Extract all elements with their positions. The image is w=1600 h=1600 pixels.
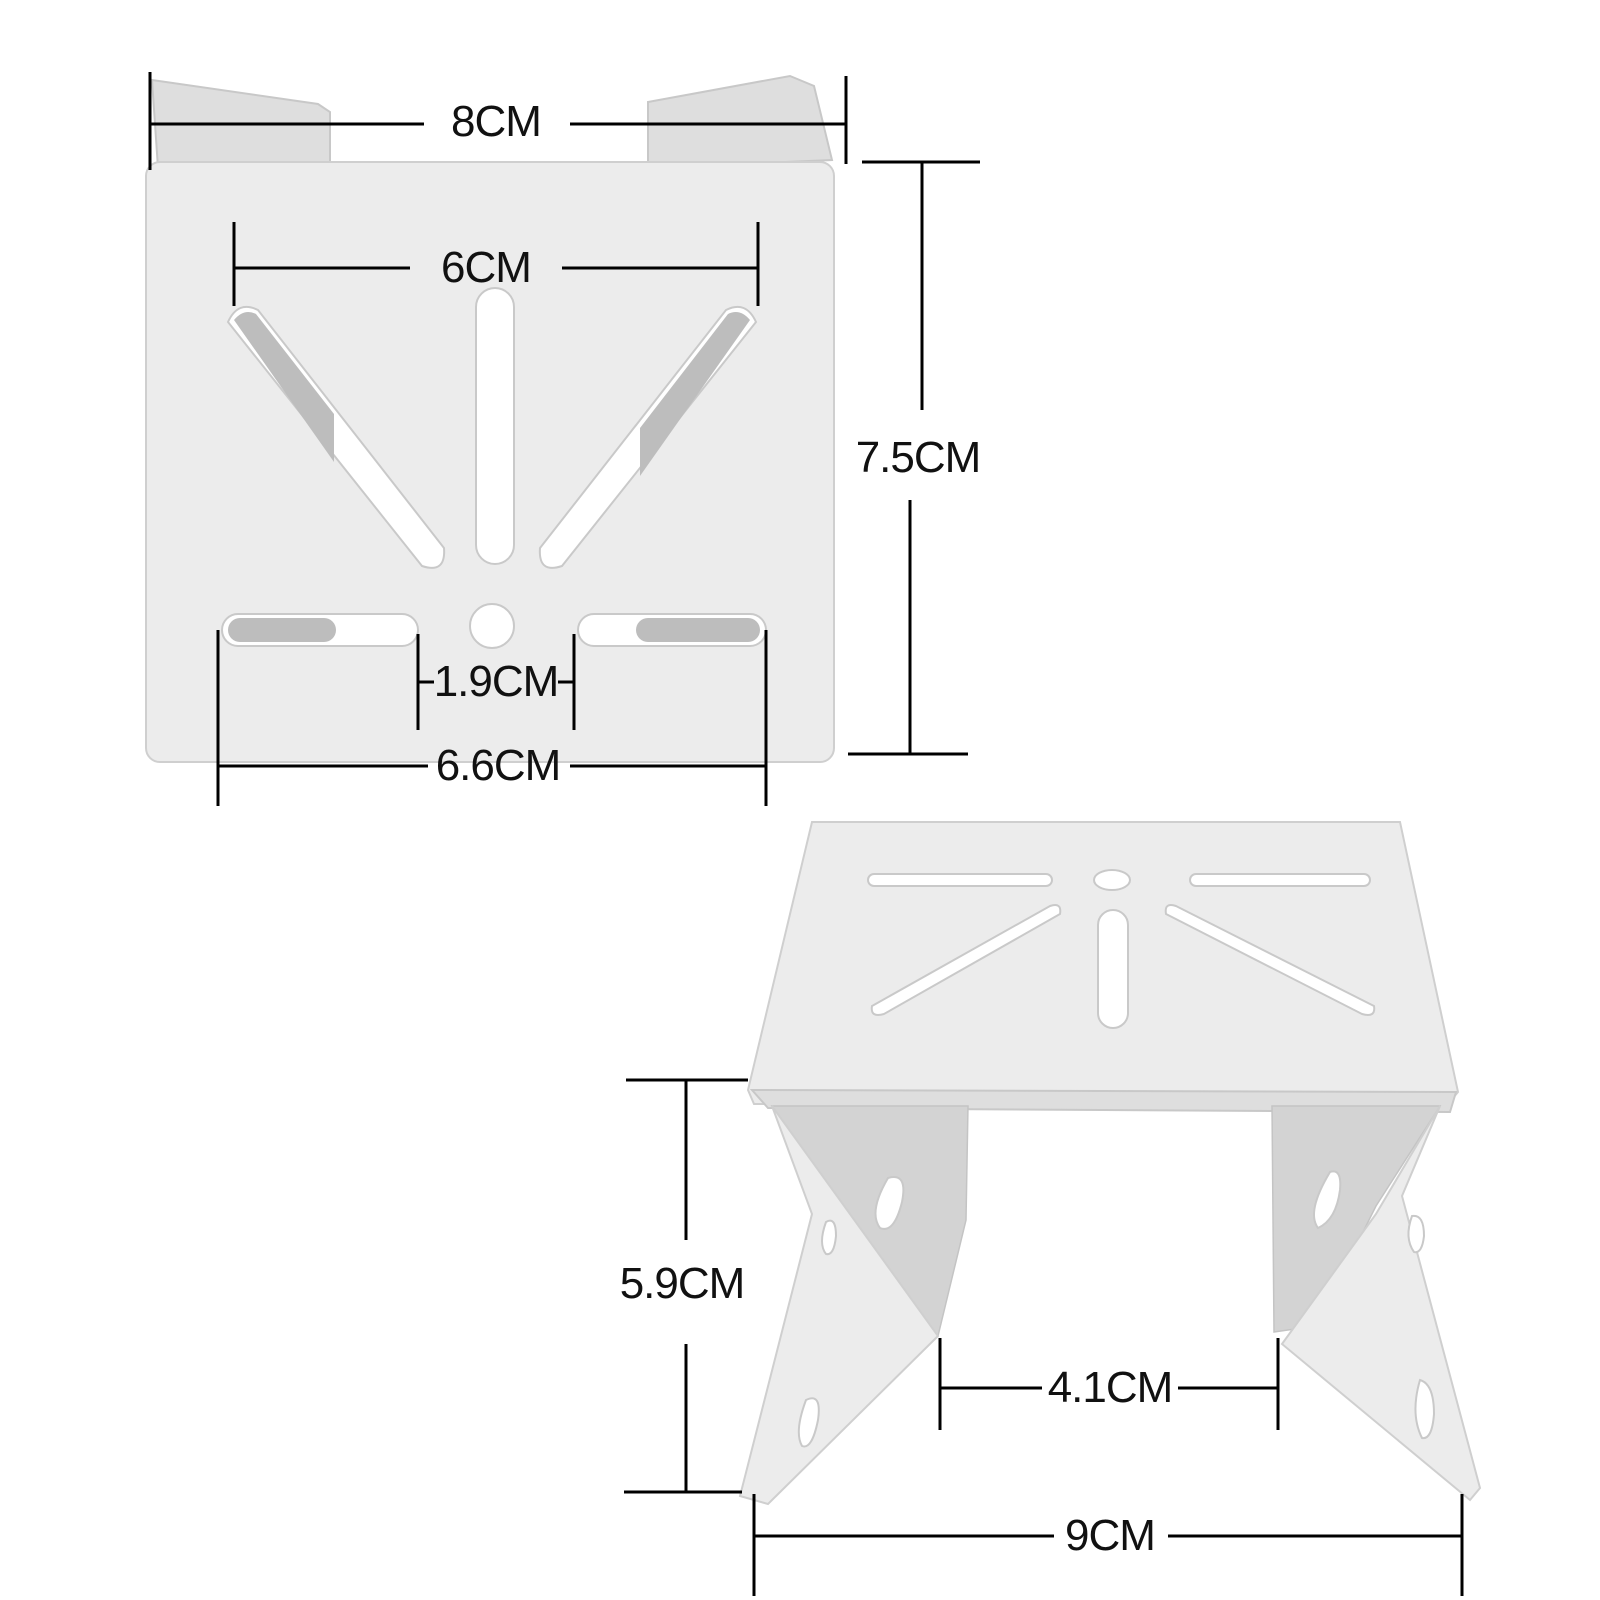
perspective-width-label: 9CM (1065, 1511, 1155, 1560)
perspective-width-dimension: 9CM (752, 1494, 1464, 1596)
left-leg-side-hole (821, 1219, 838, 1256)
center-gap-label: 1.9CM (434, 657, 559, 706)
front-width-label: 8CM (451, 97, 541, 146)
top-center-hole (1093, 869, 1131, 891)
slot-span-label: 6CM (441, 243, 531, 292)
center-mount-hole (469, 603, 515, 649)
top-left-horizontal-slot (867, 873, 1053, 887)
perspective-height-label: 5.9CM (620, 1259, 745, 1308)
bottom-span-label: 6.6CM (436, 741, 561, 790)
front-width-dimension: 8CM (148, 72, 848, 170)
lower-left-slot (221, 613, 419, 647)
right-leg-upper-hole (1313, 1170, 1342, 1230)
right-leg-lower-hole (1414, 1378, 1436, 1440)
top-left-diagonal-slot (870, 904, 1062, 1016)
right-top-flange (647, 74, 834, 170)
bottom-span-dimension: 6.6CM (216, 630, 768, 806)
left-leg-lower-hole (797, 1397, 820, 1448)
top-center-vertical-slot (1097, 909, 1129, 1029)
front-height-label: 7.5CM (856, 433, 981, 482)
front-height-dimension: 7.5CM (848, 160, 981, 756)
opening-width-label: 4.1CM (1048, 1363, 1173, 1412)
front-view-bracket (145, 74, 835, 763)
top-right-diagonal-slot (1164, 904, 1376, 1016)
perspective-height-dimension: 5.9CM (620, 1078, 748, 1494)
opening-width-dimension: 4.1CM (938, 1338, 1280, 1430)
right-leg-side-hole (1407, 1214, 1426, 1254)
center-gap-dimension: 1.9CM (416, 634, 576, 730)
left-leg-upper-hole (874, 1176, 905, 1230)
center-vertical-slot (475, 287, 515, 565)
upper-left-diagonal-slot (226, 306, 446, 569)
upper-right-diagonal-slot (538, 306, 758, 569)
lower-right-slot (577, 613, 767, 647)
perspective-view-bracket (738, 821, 1482, 1506)
slot-span-dimension: 6CM (232, 222, 760, 306)
top-right-horizontal-slot (1189, 873, 1371, 887)
